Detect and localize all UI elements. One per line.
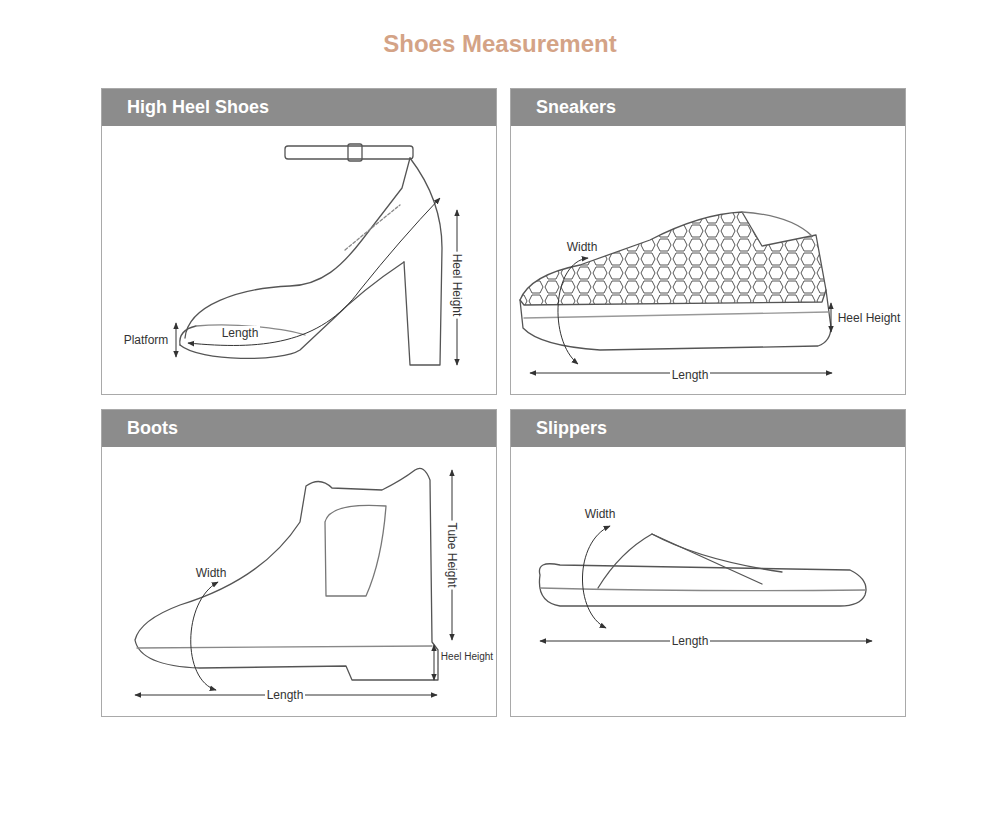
panel-heading: Slippers	[511, 410, 905, 447]
dimension-label: Length	[670, 368, 711, 382]
panel-heading: Boots	[102, 410, 496, 447]
slipper-drawing	[539, 534, 866, 606]
shoe-panel: High Heel Shoes	[101, 88, 497, 395]
dimension-label: Width	[194, 566, 229, 580]
dimension-label: Heel Height	[439, 650, 495, 664]
dimension-label: Heel Height	[450, 252, 464, 319]
dimension-label: Length	[220, 326, 261, 340]
high-heel-drawing	[180, 144, 442, 365]
dimension-label: Tube Height	[445, 521, 459, 590]
dimension-label: Length	[265, 688, 306, 702]
panel-heading: Sneakers	[511, 89, 905, 126]
dimension-label: Width	[583, 507, 618, 521]
sneaker-drawing	[520, 212, 831, 350]
boot-drawing	[135, 468, 438, 680]
dimension-label: Length	[670, 634, 711, 648]
page-title: Shoes Measurement	[0, 30, 1000, 58]
dimension-label: Heel Height	[836, 311, 903, 325]
shoe-panel: Slippers	[510, 409, 906, 717]
dimension-label: Width	[565, 240, 600, 254]
shoe-panel: Boots	[101, 409, 497, 717]
dimension-label: Platform	[122, 333, 171, 347]
panel-heading: High Heel Shoes	[102, 89, 496, 126]
